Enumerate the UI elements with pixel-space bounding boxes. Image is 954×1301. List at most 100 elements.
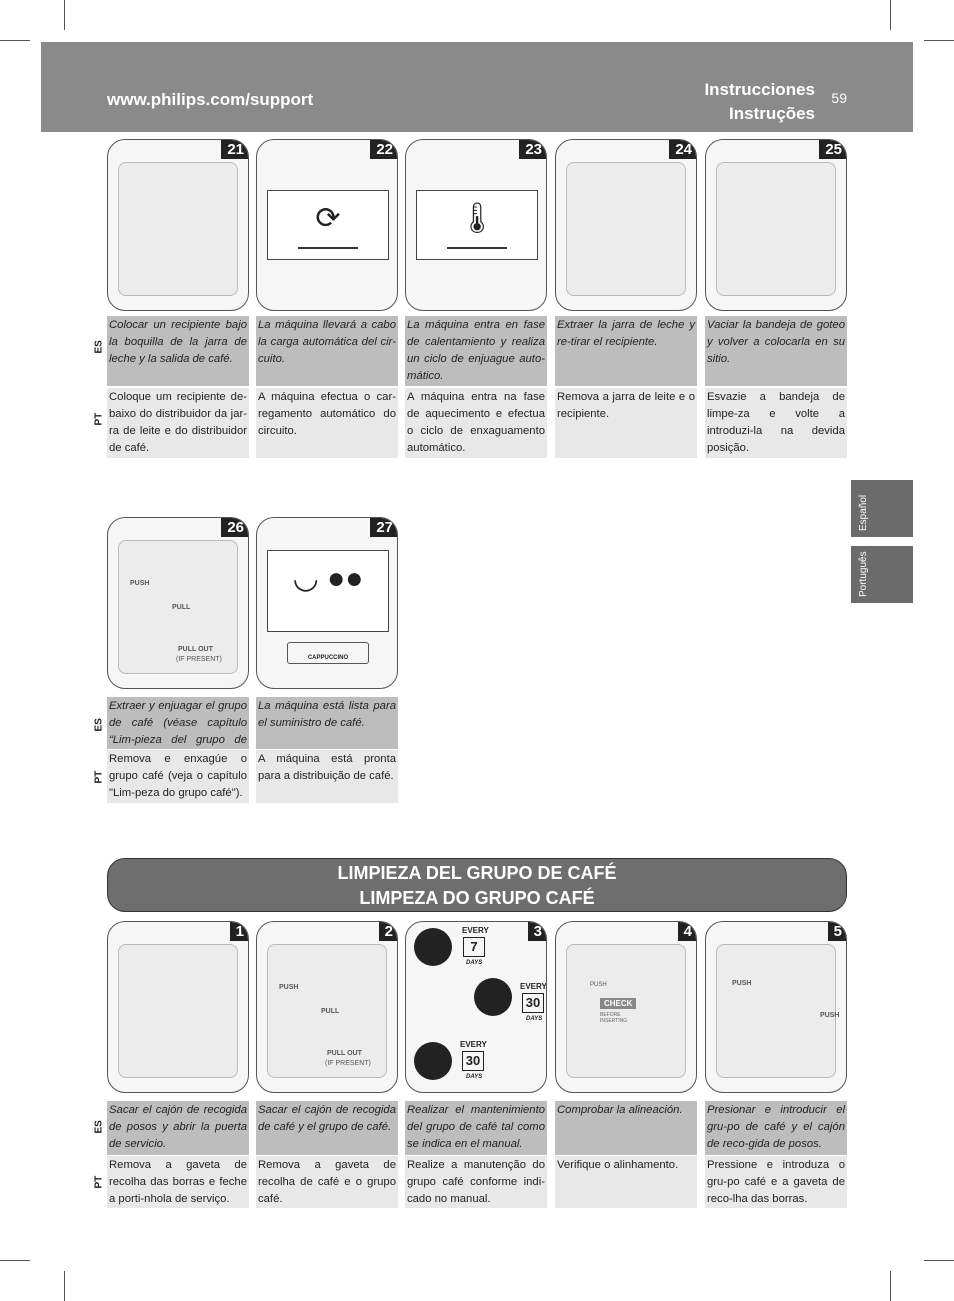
cleaning-illustration-4: PUSH CHECK BEFORE INSERTING 4 (555, 921, 697, 1093)
step-text-es: Colocar un recipiente bajo la boquilla d… (107, 316, 249, 386)
pull-label: PULL (321, 1008, 340, 1015)
step-text-es: La máquina está lista para el suministro… (256, 697, 398, 749)
push-label: PUSH (732, 980, 752, 987)
step-text-es: Comprobar la alineación. (555, 1101, 697, 1155)
remove-jug-illustration (566, 162, 686, 296)
lang-label-es: ES (93, 1120, 105, 1134)
drip-tray-illustration (716, 162, 836, 296)
step-number: 3 (527, 922, 546, 941)
lang-label-pt: PT (93, 412, 105, 426)
progress-line (298, 247, 358, 249)
step-text-pt: Remova e enxagúe o grupo café (veja o ca… (107, 750, 249, 803)
step-number: 23 (519, 140, 546, 159)
push-label: PUSH (820, 1012, 840, 1019)
crop-mark (890, 1271, 891, 1301)
display-screen: 🌡 (416, 190, 538, 260)
calendar-icon: 7 (463, 937, 485, 957)
step-text-es: Sacar el cajón de recogida de café y el … (256, 1101, 398, 1155)
page-header: www.philips.com/support Instrucciones In… (41, 42, 913, 132)
days-label: DAYS (526, 1016, 543, 1022)
milk-jug-illustration (118, 162, 238, 296)
check-label: CHECK (600, 998, 637, 1009)
title-pt: Instruções (729, 104, 815, 123)
brew-group-illustration (118, 540, 238, 674)
step-text-pt: Coloque um recipiente de-baixo do distri… (107, 388, 249, 458)
section-banner: LIMPIEZA DEL GRUPO DE CAFÉ LIMPEZA DO GR… (107, 858, 847, 912)
service-door-illustration (118, 944, 238, 1078)
step-text-es: La máquina llevará a cabo la carga autom… (256, 316, 398, 386)
calendar-icon: 30 (522, 993, 544, 1013)
cleaning-illustration-5: PUSH PUSH 5 (705, 921, 847, 1093)
lang-label-es: ES (93, 340, 105, 354)
alignment-illustration (566, 944, 686, 1078)
cappuccino-button: CAPPUCCINO (287, 642, 369, 664)
display-screen: ⟳ (267, 190, 389, 260)
before-inserting-label: BEFORE INSERTING (600, 1012, 628, 1024)
tablet-icon (414, 1042, 452, 1080)
every-label: EVERY (462, 926, 489, 935)
step-text-es: Sacar el cajón de recogida de posos y ab… (107, 1101, 249, 1155)
every-label: EVERY (460, 1040, 487, 1049)
pull-out-label: PULL OUT (327, 1050, 362, 1057)
step-text-es: Realizar el mantenimiento del grupo de c… (405, 1101, 547, 1155)
step-text-pt: A máquina efectua o car-regamento automá… (256, 388, 398, 458)
display-screen: ◡ ●● (267, 550, 389, 632)
crop-mark (64, 1271, 65, 1301)
step-illustration-27: ◡ ●● CAPPUCCINO 27 (256, 517, 398, 689)
step-number: 25 (819, 140, 846, 159)
step-illustration-24: 24 (555, 139, 697, 311)
lang-tab-label: Español (858, 494, 869, 531)
step-number: 5 (827, 922, 846, 941)
step-number: 21 (221, 140, 248, 159)
step-number: 2 (378, 922, 397, 941)
lang-label-es: ES (93, 718, 105, 732)
step-text-pt: Realize a manutenção do grupo café confo… (405, 1156, 547, 1208)
step-number: 27 (370, 518, 397, 537)
step-illustration-22: ⟳ 22 (256, 139, 398, 311)
step-text-pt: A máquina entra na fase de aquecimento e… (405, 388, 547, 458)
step-number: 26 (221, 518, 248, 537)
lang-tab-label: Português (858, 551, 869, 597)
step-text-es: Extraer la jarra de leche y re-tirar el … (555, 316, 697, 386)
step-text-pt: Esvazie a bandeja de limpe-za e volte a … (705, 388, 847, 458)
lang-label-pt: PT (93, 1175, 105, 1189)
step-number: 1 (229, 922, 248, 941)
tap-water-icon (414, 928, 452, 966)
title-es: Instrucciones (704, 80, 815, 99)
if-present-label: (IF PRESENT) (176, 656, 222, 663)
step-number: 4 (677, 922, 696, 941)
banner-title-pt: LIMPEZA DO GRUPO CAFÉ (359, 888, 595, 908)
cleaning-illustration-2: PUSH PULL PULL OUT (IF PRESENT) 2 (256, 921, 398, 1093)
lang-tab-pt: Português (851, 546, 913, 603)
support-url[interactable]: www.philips.com/support (107, 90, 314, 109)
step-text-pt: Remova a gaveta de recolha de café e o g… (256, 1156, 398, 1208)
push-label: PUSH (130, 580, 150, 587)
push-label: PUSH (590, 982, 607, 988)
crop-mark (924, 1260, 954, 1261)
step-illustration-21: 21 (107, 139, 249, 311)
crop-mark (0, 1260, 30, 1261)
crop-mark (890, 0, 891, 30)
insert-group-illustration (716, 944, 836, 1078)
step-text-pt: Verifique o alinhamento. (555, 1156, 697, 1208)
pull-out-label: PULL OUT (178, 646, 213, 653)
calendar-icon: 30 (462, 1051, 484, 1071)
step-text-es: Presionar e introducir el gru-po de café… (705, 1101, 847, 1155)
step-illustration-26: PUSH PULL PULL OUT (IF PRESENT) 26 (107, 517, 249, 689)
banner-title-es: LIMPIEZA DEL GRUPO DE CAFÉ (337, 863, 617, 883)
crop-mark (64, 0, 65, 30)
step-text-pt: A máquina está pronta para a distribuiçã… (256, 750, 398, 803)
cleaning-illustration-3: EVERY 7 DAYS EVERY 30 DAYS EVERY 30 DAYS… (405, 921, 547, 1093)
circuit-loading-icon: ⟳ (315, 202, 341, 235)
cup-and-beans-icon: ◡ ●● (292, 562, 364, 595)
step-text-es: Extraer y enjuagar el grupo de café (véa… (107, 697, 249, 763)
step-text-es: La máquina entra en fase de calentamient… (405, 316, 547, 386)
every-label: EVERY (520, 982, 547, 991)
step-text-pt: Remova a gaveta de recolha das borras e … (107, 1156, 249, 1208)
lubricant-icon (474, 978, 512, 1016)
step-number: 24 (669, 140, 696, 159)
lang-tab-es: Español (851, 480, 913, 537)
thermometer-icon: 🌡 (457, 202, 497, 235)
step-illustration-23: 🌡 23 (405, 139, 547, 311)
step-text-pt: Pressione e introduza o gru-po café e a … (705, 1156, 847, 1208)
